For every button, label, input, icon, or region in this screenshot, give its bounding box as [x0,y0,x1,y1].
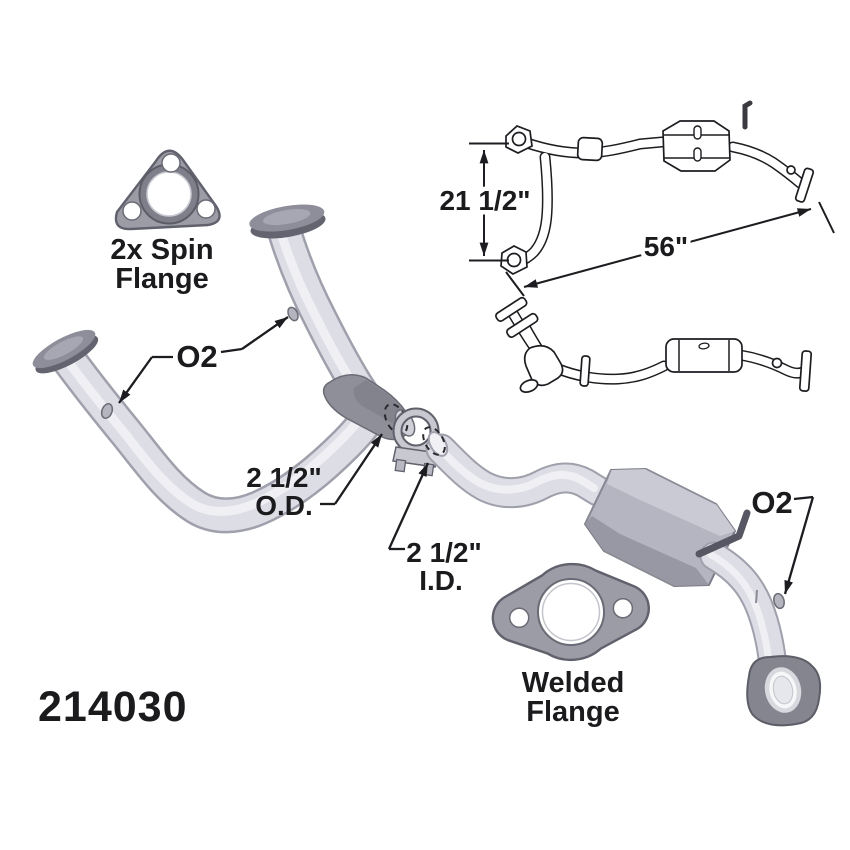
side-view-collector [523,344,564,387]
schematic-upper-flange [505,125,533,154]
main-assembly [32,204,822,727]
side-view-ring-joint [579,355,591,387]
schematic-side-view [495,296,813,393]
o2-bung-upper [287,306,299,322]
part-number: 214030 [38,683,188,731]
o2-right-label: O2 [751,485,792,520]
side-view-flange-2 [506,312,539,338]
schematic-converter-side [665,338,743,373]
outlet-pipe [699,541,788,681]
hanger-pin-top-view [742,100,753,130]
side-view-bell [519,379,539,393]
pipe-seam-mark [755,589,758,604]
height-dimension-label: 21 1/2" [439,185,530,216]
o2-left-label: O2 [176,339,217,374]
welded-flange-label-line2: Flange [526,696,619,728]
hanger-rod [695,509,751,558]
side-view-hole-mark [771,357,783,369]
welded-flange-label-line1: Welded [522,667,625,699]
od-label-line2: O.D. [255,490,313,521]
spin-flange-gasket [114,149,221,231]
o2-bung-left [100,402,114,420]
bolt-hole [122,201,142,221]
left-inlet-pipe [32,329,392,534]
bolt-hole [508,607,530,628]
schematic-lower-flange [500,245,528,275]
welded-outlet-flange [746,655,822,727]
dimension-length: 56" [505,201,835,297]
pipe-joint-collar [576,136,604,162]
length-dimension-label: 56" [644,231,688,262]
id-dashed-marker [422,426,446,456]
welded-flange-label: Welded Flange [522,667,625,728]
od-label-line1: 2 1/2" [246,462,322,493]
bolt-hole [161,153,181,173]
spin-flange-label-line1: 2x Spin [110,234,213,266]
schematic-outlet-flange [794,167,815,203]
o2-left-callout: O2 [118,316,289,404]
id-label-line1: 2 1/2" [406,537,482,568]
id-callout: 2 1/2" I.D. [387,462,482,596]
bolt-hole [612,598,634,619]
id-label-line2: I.D. [419,565,463,596]
upper-inlet-flange [249,204,326,239]
dimension-height: 21 1/2" [435,142,535,262]
od-callout: 2 1/2" O.D. [246,433,383,521]
spin-flange-label-line2: Flange [115,263,208,295]
o2-bung-right [773,592,785,610]
schematic-converter-top [662,120,731,172]
bolt-hole [196,199,216,219]
o2-right-callout: O2 [751,485,815,595]
side-view-flange-1 [495,296,528,322]
left-inlet-flange [32,329,99,374]
welded-flange-gasket [491,562,650,662]
spin-flange-label: 2x Spin Flange [110,234,213,295]
pipe-hole-mark [786,165,796,175]
side-view-outlet-flange [798,350,813,392]
intermediate-pipe [422,426,614,509]
